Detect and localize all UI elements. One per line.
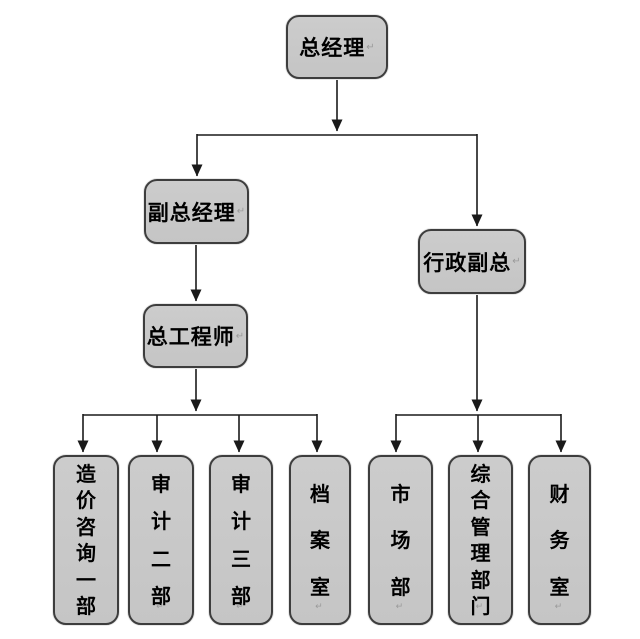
paragraph-mark: ↵ [236,602,244,612]
node-label: 审计二部 [151,472,171,608]
node-label: 审计三部 [231,472,251,608]
node-label: 总经理 [299,36,366,60]
paragraph-mark: ↵ [236,206,246,217]
node-cost-consulting-dept-1: 造价咨询一部 ↵ [53,455,119,625]
paragraph-mark: ↵ [315,602,323,612]
node-label: 财务室 [549,481,570,599]
node-archive-room: 档案室 ↵ [289,455,351,625]
paragraph-mark: ↵ [81,602,89,612]
node-label: 行政副总 [423,250,512,275]
node-market-dept: 市场部 ↵ [368,455,433,625]
paragraph-mark: ↵ [395,602,404,612]
node-deputy-general-manager: 副总经理↵ [144,179,249,244]
node-audit-dept-3: 审计三部 ↵ [209,455,273,625]
node-finance-room: 财务室 ↵ [528,455,591,625]
paragraph-mark: ↵ [512,256,521,267]
paragraph-mark: ↵ [235,330,245,342]
paragraph-mark: ↵ [366,41,375,53]
paragraph-mark: ↵ [475,602,484,612]
paragraph-mark: ↵ [554,602,563,612]
node-label: 市场部 [390,481,411,599]
node-admin-deputy: 行政副总↵ [418,229,526,294]
node-label: 总工程师 [146,325,235,349]
node-general-manager: 总经理↵ [286,15,388,79]
paragraph-mark: ↵ [156,602,164,612]
node-audit-dept-2: 审计二部 ↵ [128,455,194,625]
node-label: 档案室 [310,481,330,599]
node-label: 副总经理 [147,200,236,225]
node-chief-engineer: 总工程师↵ [143,304,248,368]
node-general-management-dept: 综合管理部门 ↵ [448,455,513,625]
node-label: 造价咨询一部 [76,461,96,619]
node-label: 综合管理部门 [470,461,491,619]
